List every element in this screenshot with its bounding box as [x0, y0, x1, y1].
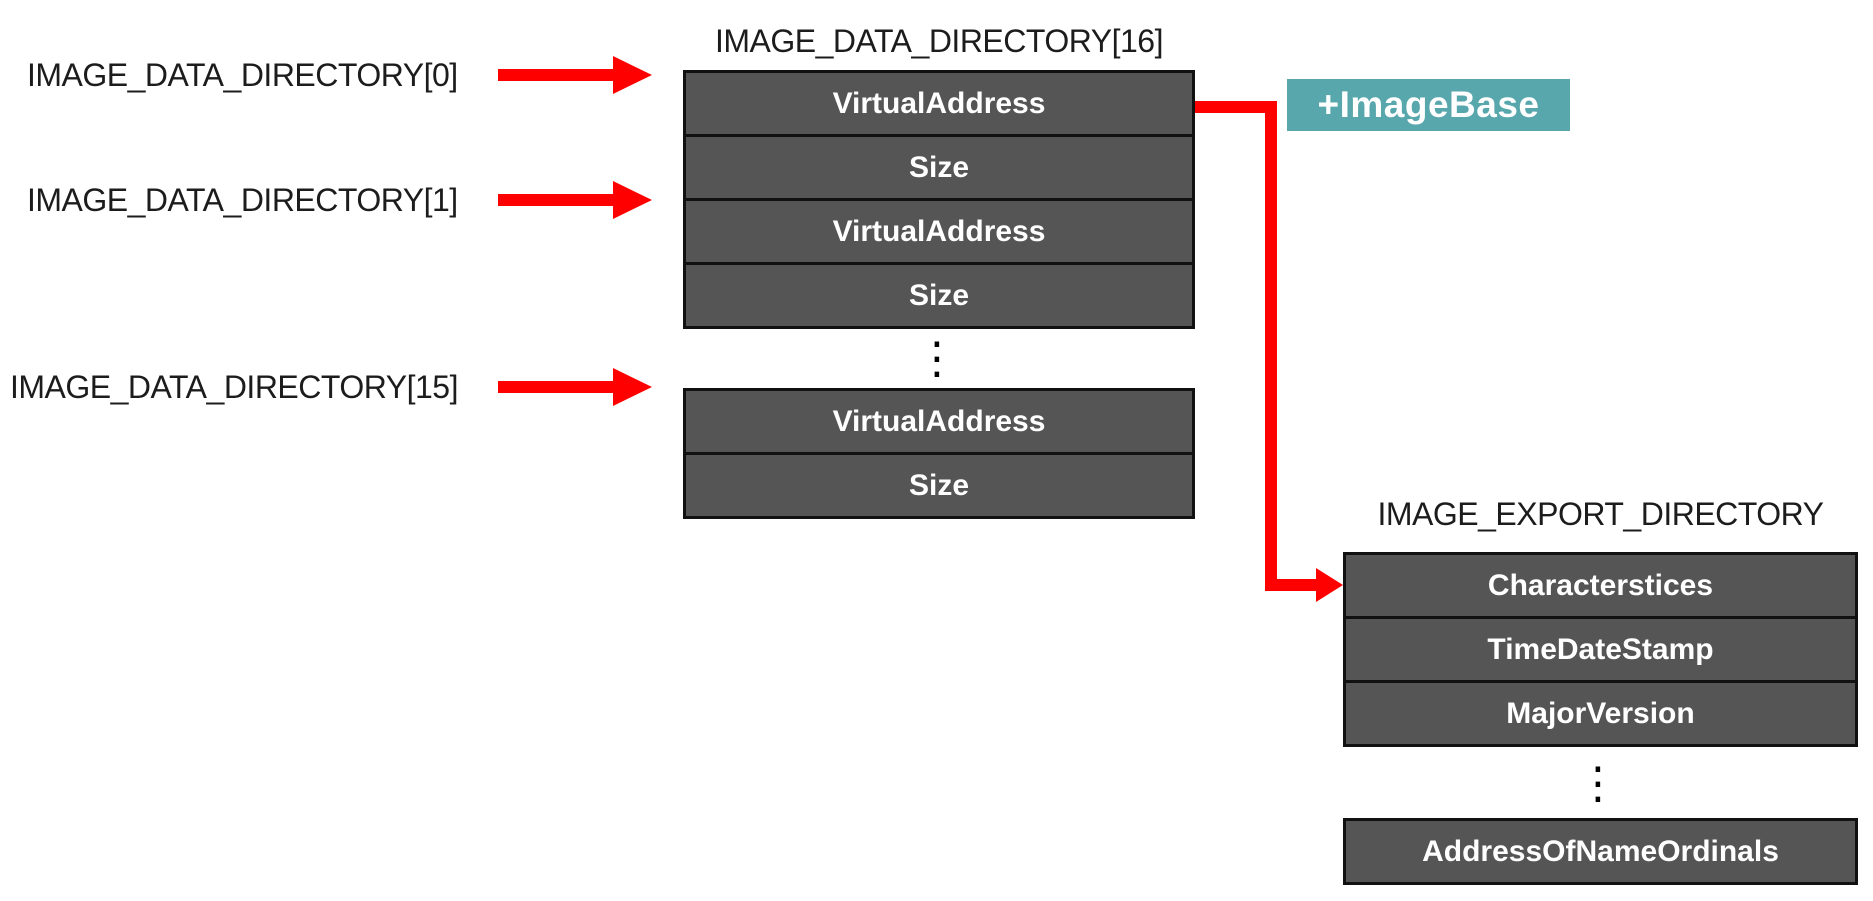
row-virtualaddress-0: VirtualAddress — [686, 73, 1192, 134]
row-size-0: Size — [686, 134, 1192, 198]
row-addressofnameordinals: AddressOfNameOrdinals — [1346, 821, 1855, 882]
row-virtualaddress-1: VirtualAddress — [686, 198, 1192, 262]
data-directory-table-block-b: VirtualAddress Size — [683, 388, 1195, 519]
export-directory-table-tail: AddressOfNameOrdinals — [1343, 818, 1858, 885]
data-directory-table-title: IMAGE_DATA_DIRECTORY[16] — [715, 23, 1163, 59]
row-majorversion: MajorVersion — [1346, 680, 1855, 744]
arrow-tail — [498, 381, 613, 393]
export-directory-table-title: IMAGE_EXPORT_DIRECTORY — [1377, 496, 1824, 532]
connector-arrow-head-icon — [1316, 568, 1343, 602]
row-size-15: Size — [686, 452, 1192, 516]
export-directory-ellipsis: ⋮ — [1576, 758, 1620, 809]
connector-line-horizontal-top — [1195, 101, 1277, 113]
row-characterstices: Characterstices — [1346, 555, 1855, 616]
arrow-head-icon — [613, 181, 652, 219]
arrow-head-icon — [613, 368, 652, 406]
label-image-data-directory-15: IMAGE_DATA_DIRECTORY[15] — [10, 369, 458, 405]
data-directory-ellipsis: ⋮ — [915, 333, 959, 384]
label-image-data-directory-1: IMAGE_DATA_DIRECTORY[1] — [27, 182, 458, 218]
arrow-head-icon — [613, 56, 652, 94]
label-image-data-directory-0: IMAGE_DATA_DIRECTORY[0] — [27, 57, 458, 93]
image-base-chip: +ImageBase — [1287, 79, 1570, 131]
arrow-tail — [498, 69, 613, 81]
connector-line-vertical — [1265, 101, 1277, 591]
connector-line-horizontal-bottom — [1265, 579, 1316, 591]
data-directory-table-block-a: VirtualAddress Size VirtualAddress Size — [683, 70, 1195, 329]
row-size-1: Size — [686, 262, 1192, 326]
row-timedatestamp: TimeDateStamp — [1346, 616, 1855, 680]
row-virtualaddress-15: VirtualAddress — [686, 391, 1192, 452]
arrow-tail — [498, 194, 613, 206]
export-directory-table: Characterstices TimeDateStamp MajorVersi… — [1343, 552, 1858, 747]
